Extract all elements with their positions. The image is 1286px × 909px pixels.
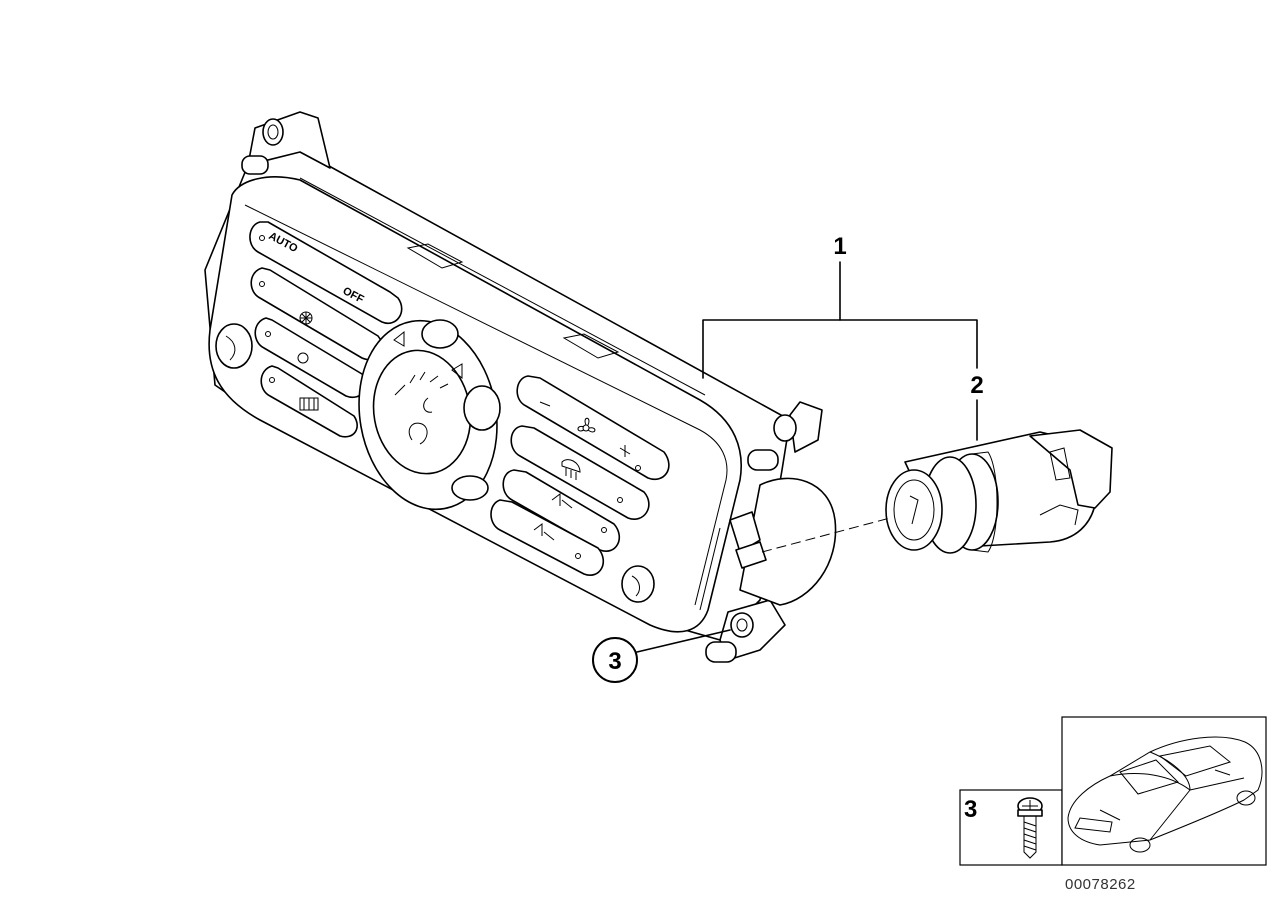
callout-3-circle: 3 — [592, 637, 638, 683]
callout-2: 2 — [970, 372, 983, 399]
document-number: 00078262 — [1065, 876, 1136, 893]
screw-inset: 3 — [959, 789, 1063, 866]
left-button-bank: AUTO OFF — [215, 221, 403, 438]
inset-callout-3: 3 — [964, 796, 977, 823]
climate-control-panel: AUTO OFF — [204, 111, 837, 663]
defrost-icon — [561, 459, 581, 480]
car-inset — [1061, 716, 1267, 866]
ac-snowflake-icon — [299, 311, 313, 325]
auto-off-button[interactable] — [249, 221, 403, 325]
fan-icon — [577, 417, 596, 433]
screw-icon — [1017, 797, 1043, 859]
callout-1: 1 — [833, 233, 846, 260]
selector-unit — [885, 429, 1113, 554]
callout-leaders — [636, 261, 978, 653]
right-button-bank — [490, 375, 670, 603]
callout-3: 3 — [608, 648, 621, 675]
air-distribution-icon — [533, 493, 573, 541]
car-icon — [1067, 736, 1263, 853]
temperature-dial[interactable] — [345, 310, 512, 521]
windshield-defrost-button[interactable] — [510, 425, 650, 520]
recirculation-icon — [297, 352, 309, 364]
rear-defrost-icon — [299, 397, 319, 411]
